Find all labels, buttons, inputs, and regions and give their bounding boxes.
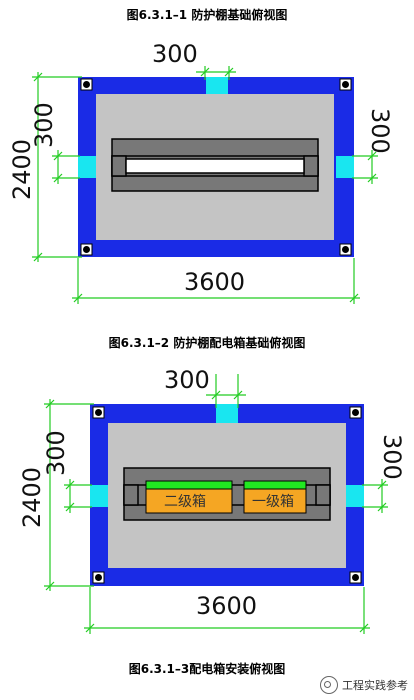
- fig1-cyan-top: [206, 77, 228, 94]
- watermark-text: 工程实践参考: [342, 679, 408, 692]
- fig1-center-channel: [111, 138, 319, 192]
- fig2-dim-lines: [44, 374, 388, 634]
- fig1-dim-bottom: 3600: [184, 268, 245, 296]
- fig1-dim-top: 300: [152, 40, 198, 68]
- caption-fig2: 图6.3.1–2 防护棚配电箱基础俯视图: [108, 336, 306, 350]
- fig1-dim-right-inner: 300: [366, 108, 394, 154]
- fig2-dim-top: 300: [164, 366, 210, 394]
- caption-fig1: 图6.3.1–1 防护棚基础俯视图: [126, 8, 288, 22]
- fig2-dim-left-height: 2400: [18, 467, 46, 528]
- fig2-cyan-top: [216, 404, 238, 423]
- fig1-dim-left-height: 2400: [8, 139, 36, 200]
- fig2-box-primary-label: 一级箱: [252, 494, 294, 510]
- fig2-dim-bottom: 3600: [196, 592, 257, 620]
- fig1-diagram: 300 2400 300 300 3600: [8, 40, 394, 304]
- fig1-dim-lines: [32, 66, 378, 304]
- fig1-dim-left-inner: 300: [30, 102, 58, 148]
- fig2-cyan-left: [90, 485, 108, 507]
- fig1-cyan-right: [336, 156, 354, 178]
- watermark: 工程实践参考: [320, 676, 408, 694]
- fig1-cyan-left: [78, 156, 96, 178]
- fig2-box-secondary-label: 二级箱: [164, 494, 206, 510]
- fig2-cyan-right: [346, 485, 364, 507]
- fig2-dim-right-inner: 300: [378, 434, 406, 480]
- wechat-icon: [320, 676, 338, 694]
- fig2-box-secondary: [145, 480, 233, 514]
- caption-fig3: 图6.3.1–3配电箱安装俯视图: [128, 662, 286, 676]
- fig2-box-primary: [243, 480, 307, 514]
- fig2-diagram: 二级箱 一级箱 300 2400 300 300 3600: [18, 366, 406, 634]
- fig2-dim-left-inner: 300: [42, 430, 70, 476]
